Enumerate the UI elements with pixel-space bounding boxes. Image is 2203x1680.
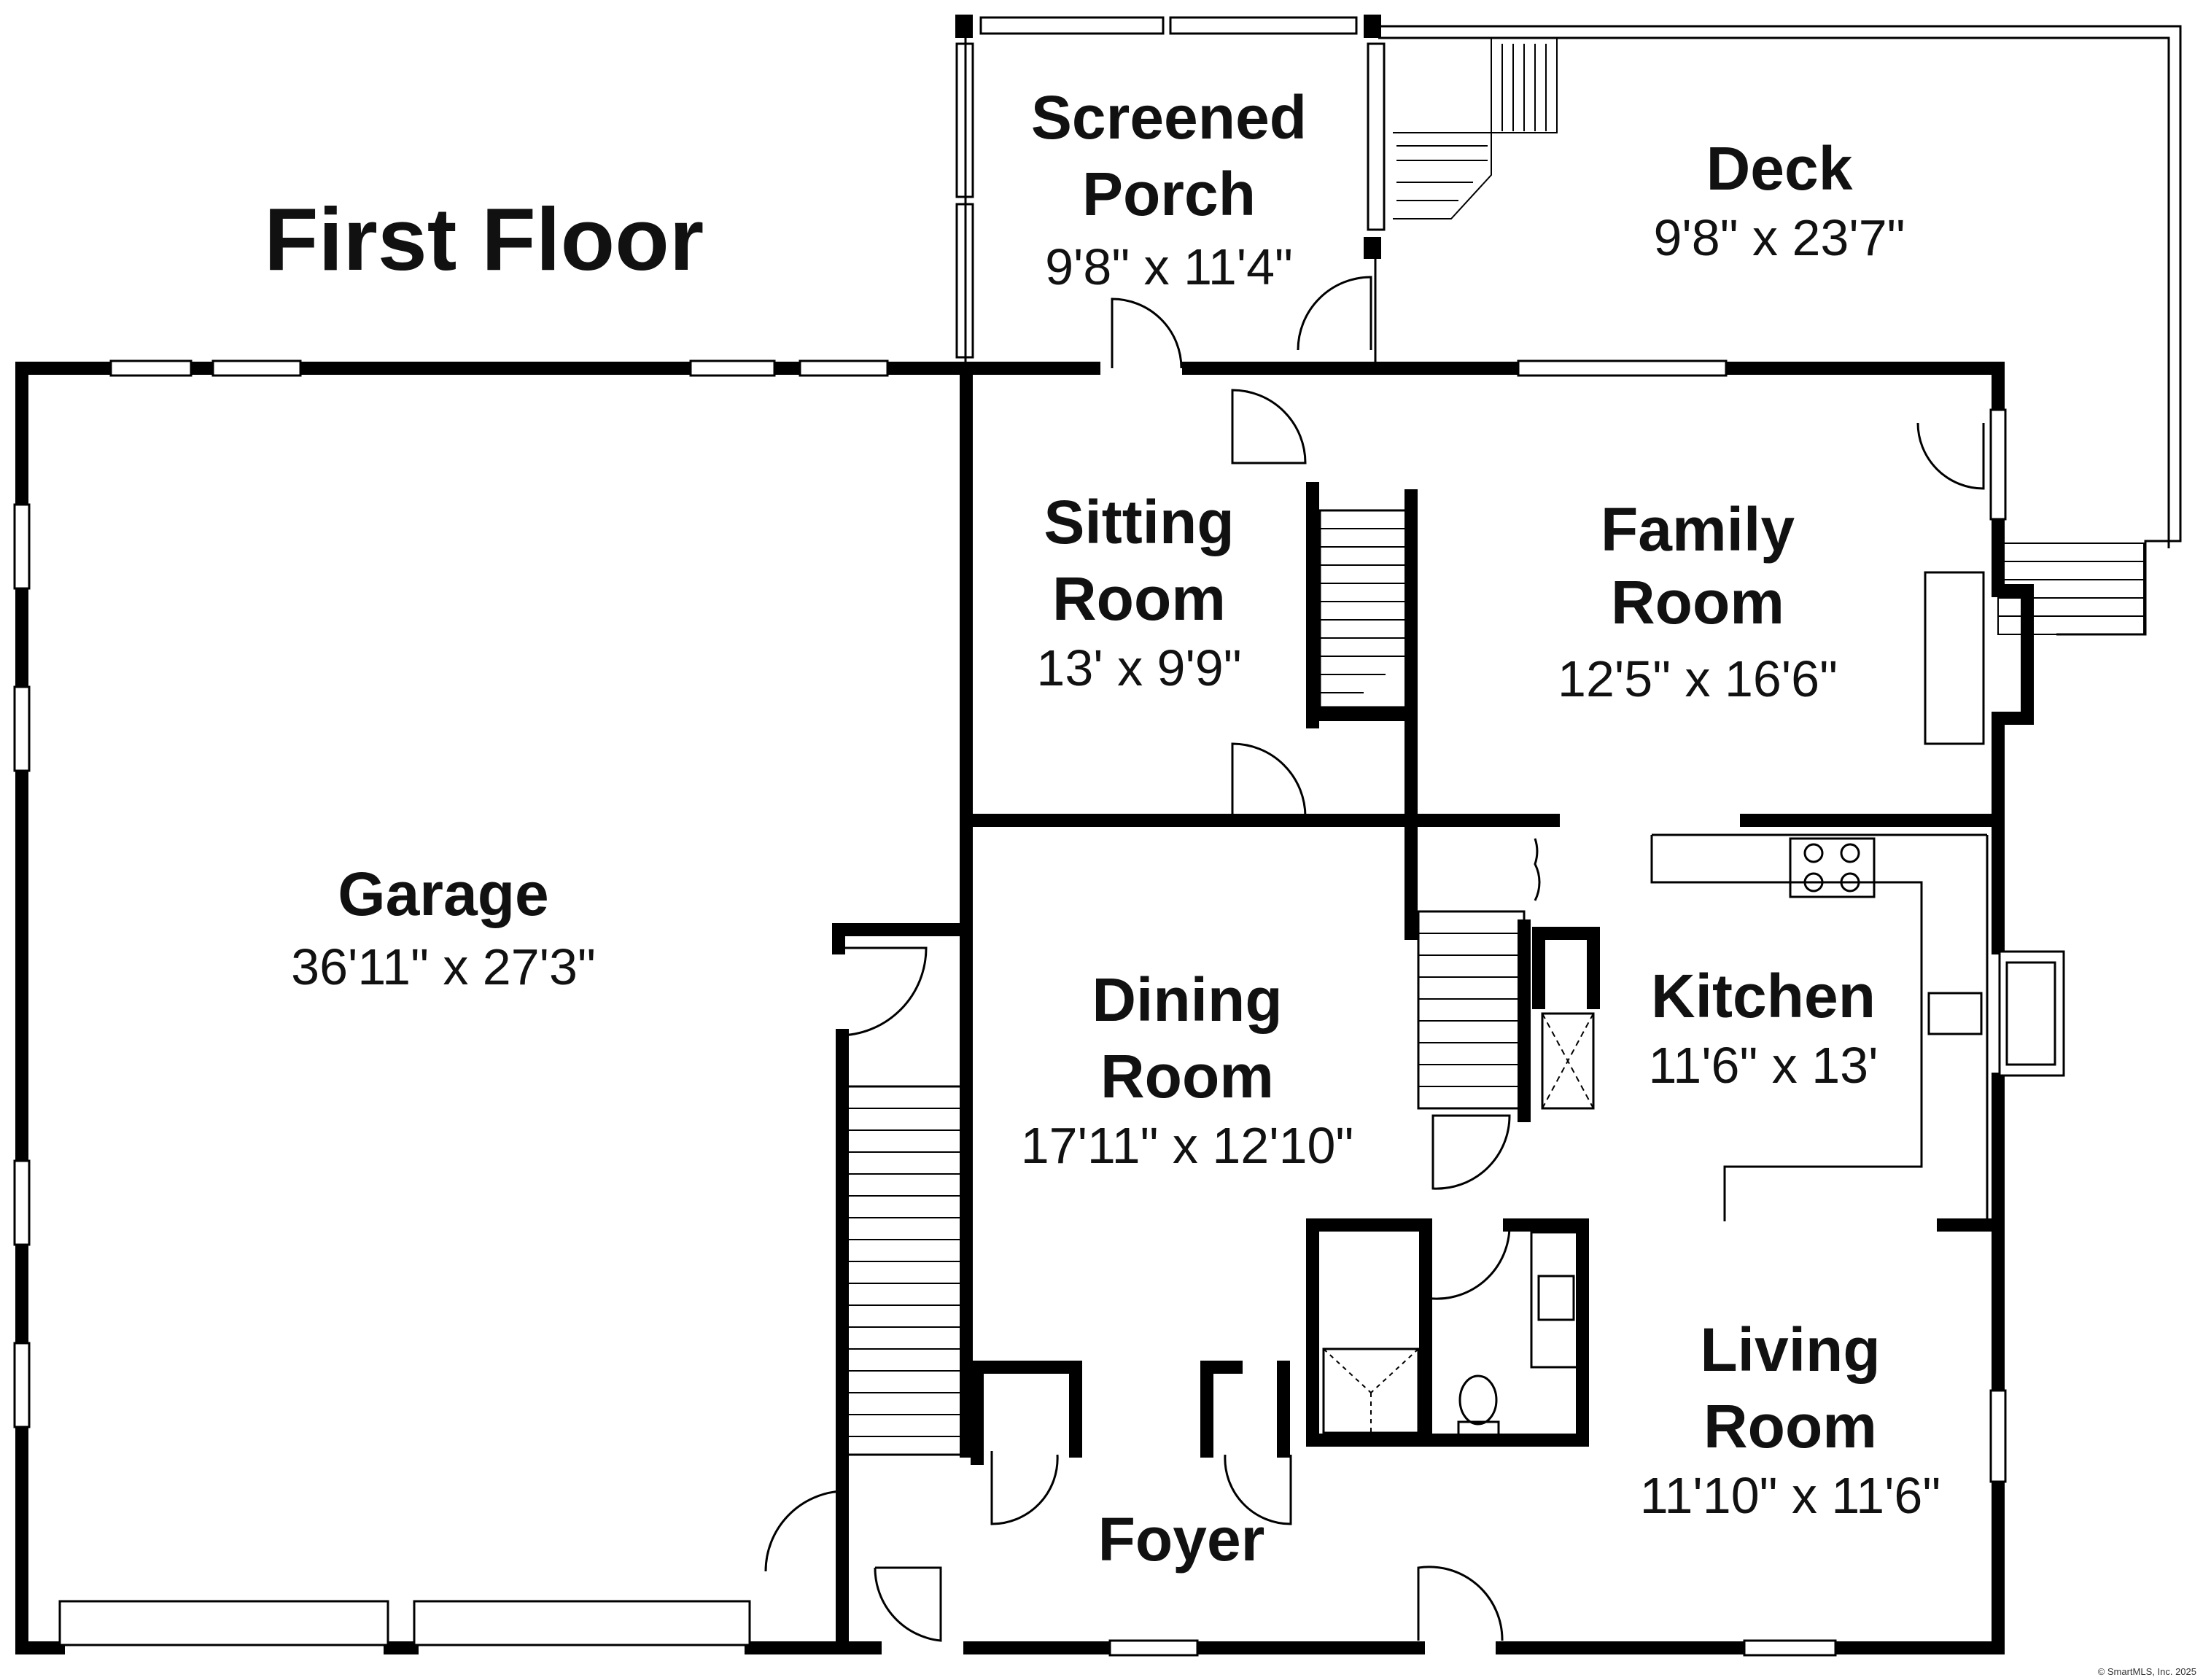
room-name: Sitting — [1044, 488, 1234, 556]
room-name: Garage — [338, 860, 549, 928]
room-size: 9'8" x 23'7" — [1654, 209, 1905, 266]
room-size: 13' x 9'9" — [1036, 639, 1241, 696]
room-foyer: Foyer — [1098, 1505, 1265, 1574]
room-deck: Deck 9'8" x 23'7" — [1654, 134, 1905, 266]
doors — [764, 298, 1985, 1642]
room-size: 12'5" x 16'6" — [1558, 650, 1838, 707]
windows — [13, 359, 2065, 1657]
room-name: Living — [1700, 1315, 1880, 1384]
room-name: Foyer — [1098, 1505, 1265, 1574]
room-name: Dining — [1092, 965, 1282, 1034]
room-name: Room — [1611, 568, 1784, 637]
room-kitchen: Kitchen 11'6" x 13' — [1649, 962, 1878, 1094]
room-garage: Garage 36'11" x 27'3" — [291, 860, 596, 995]
screened-porch-walls — [955, 15, 1386, 368]
room-name: Family — [1601, 495, 1795, 564]
room-name: Room — [1100, 1042, 1274, 1111]
fixtures — [1322, 571, 1989, 1436]
room-screened-porch: Screened Porch 9'8" x 11'4" — [1031, 83, 1307, 295]
room-size: 11'6" x 13' — [1649, 1037, 1878, 1094]
room-name: Kitchen — [1651, 962, 1876, 1030]
room-name: Deck — [1706, 134, 1853, 203]
room-living-room: Living Room 11'10" x 11'6" — [1640, 1315, 1940, 1524]
room-dining-room: Dining Room 17'11" x 12'10" — [1021, 965, 1354, 1174]
room-size: 9'8" x 11'4" — [1045, 238, 1293, 295]
room-name: Porch — [1082, 160, 1256, 228]
room-sitting-room: Sitting Room 13' x 9'9" — [1036, 488, 1241, 696]
room-name: Room — [1703, 1392, 1877, 1461]
copyright-text: © SmartMLS, Inc. 2025 — [2098, 1666, 2196, 1677]
room-family-room: Family Room 12'5" x 16'6" — [1558, 495, 1838, 707]
room-name: Screened — [1031, 83, 1307, 152]
stairs — [844, 509, 1531, 1456]
room-name: Room — [1052, 564, 1226, 633]
exterior-walls — [15, 362, 2034, 1654]
room-size: 17'11" x 12'10" — [1021, 1117, 1354, 1174]
room-size: 11'10" x 11'6" — [1640, 1467, 1940, 1524]
floor-title: First Floor — [264, 190, 704, 289]
room-size: 36'11" x 27'3" — [291, 938, 596, 995]
